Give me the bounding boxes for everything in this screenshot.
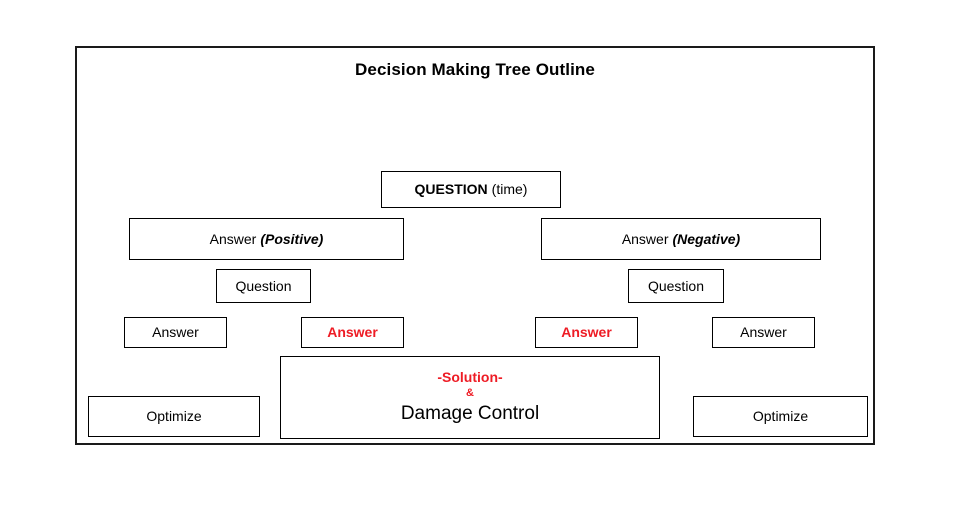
node-answer-4[interactable]: Answer [712, 317, 815, 348]
node-answer-3-label: Answer [561, 324, 612, 341]
node-optimize-left-label: Optimize [146, 408, 202, 425]
node-question-left-label: Question [235, 277, 292, 294]
node-optimize-right[interactable]: Optimize [693, 396, 868, 437]
node-answer-3[interactable]: Answer [535, 317, 638, 348]
node-answer-4-label: Answer [740, 324, 787, 341]
node-question-left[interactable]: Question [216, 269, 311, 303]
node-question-root[interactable]: QUESTION(time) [381, 171, 561, 208]
node-answer-2-label: Answer [327, 324, 378, 341]
node-answer-1-label: Answer [152, 324, 199, 341]
node-answer-negative[interactable]: Answer(Negative) [541, 218, 821, 260]
node-answer-negative-emphasis: (Negative) [672, 230, 741, 247]
node-question-root-label-bold: QUESTION [414, 181, 488, 198]
node-answer-negative-label: Answer [621, 230, 669, 247]
node-answer-positive-emphasis: (Positive) [260, 230, 324, 247]
node-solution-ampersand: & [466, 387, 474, 400]
node-question-root-label-regular: (time) [491, 181, 528, 198]
node-answer-positive-label: Answer [209, 230, 257, 247]
node-optimize-right-label: Optimize [752, 408, 809, 425]
node-answer-2[interactable]: Answer [301, 317, 404, 348]
node-question-right[interactable]: Question [628, 269, 724, 303]
page-title: Decision Making Tree Outline [355, 60, 595, 79]
node-question-right-label: Question [647, 277, 705, 294]
node-answer-1[interactable]: Answer [124, 317, 227, 348]
node-optimize-left[interactable]: Optimize [88, 396, 260, 437]
node-solution-line-3: Damage Control [400, 402, 540, 424]
diagram-frame: Decision Making Tree Outline QUESTION(ti… [75, 46, 875, 445]
node-answer-positive[interactable]: Answer(Positive) [129, 218, 404, 260]
node-solution[interactable]: -Solution- & Damage Control [280, 356, 660, 439]
node-solution-line-1: -Solution- [437, 368, 503, 385]
